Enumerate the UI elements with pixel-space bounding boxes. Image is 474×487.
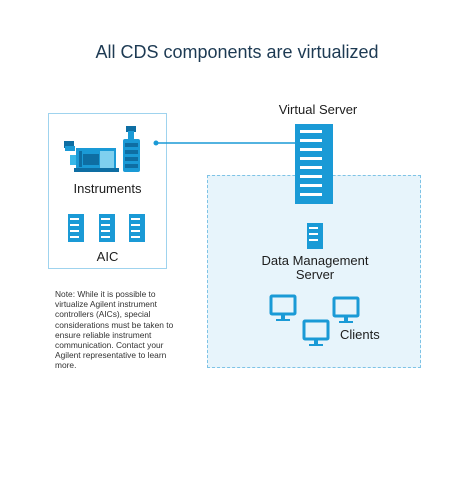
client-monitor-icon-3 xyxy=(302,319,330,346)
virtualized-area xyxy=(207,175,421,368)
client-monitor-icon-2 xyxy=(332,296,360,323)
aic-server-icon-1 xyxy=(68,214,84,242)
clients-label: Clients xyxy=(340,327,380,342)
virtual-server-tower-icon xyxy=(295,124,333,204)
note-text: Note: While it is possible to virtualize… xyxy=(55,289,174,371)
virtual-server-label: Virtual Server xyxy=(278,102,358,117)
local-instruments-box xyxy=(48,113,167,269)
column-oven-icon xyxy=(123,126,140,172)
aic-server-icon-3 xyxy=(129,214,145,242)
dms-label-line1: Data Management xyxy=(261,253,369,268)
aic-server-icon-2 xyxy=(99,214,115,242)
data-management-server-icon xyxy=(307,223,323,249)
connector-line xyxy=(153,140,295,146)
client-monitor-icon-1 xyxy=(269,294,297,321)
aic-label: AIC xyxy=(96,249,119,264)
diagram-title: All CDS components are virtualized xyxy=(95,42,379,62)
instruments-label: Instruments xyxy=(73,181,142,196)
instrument-stack-icon xyxy=(64,141,119,172)
data-management-server-label: Data Management Server xyxy=(230,254,400,282)
dms-label-line2: Server xyxy=(295,267,335,282)
